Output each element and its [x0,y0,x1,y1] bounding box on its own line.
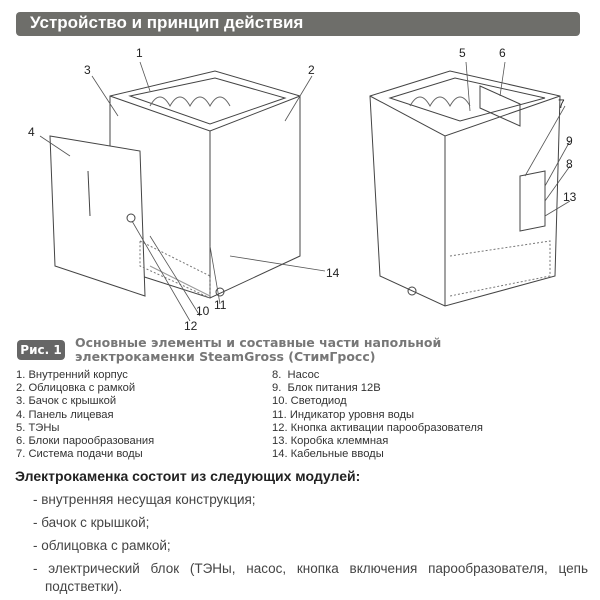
list-item: - внутренняя несущая конструкция; [33,492,256,507]
list-item: 6. Блоки парообразования [16,434,155,447]
list-item: 10. Светодиод [272,395,347,408]
section-title: Устройство и принцип действия [30,13,304,32]
heater-diagram [39,61,571,322]
list-item: - электрический блок (ТЭНы, насос, кнопк… [33,561,588,594]
callout-13: 13 [563,190,577,204]
callout-12: 12 [184,319,198,333]
list-item: 9. Блок питания 12В [272,382,381,395]
list-item: 5. ТЭНы [16,421,60,434]
list-item: 14. Кабельные вводы [272,448,384,461]
list-item: 2. Облицовка с рамкой [16,382,136,395]
figure-caption: Основные элементы и составные части напо… [75,336,441,364]
callout-1: 1 [136,46,143,60]
list-item: 11. Индикатор уровня воды [272,408,415,421]
callout-11: 11 [214,298,227,312]
leader-lines [39,61,571,322]
callout-10: 10 [196,304,210,318]
heater-rear-view [369,70,561,307]
caption-line: Основные элементы и составные части напо… [75,335,442,350]
list-item: 4. Панель лицевая [16,408,114,421]
section-header: Устройство и принцип действия [16,12,580,36]
figure-badge: Рис. 1 [17,340,65,360]
caption-line: электрокаменки SteamGross (СтимГросс) [75,349,376,364]
modules-heading: Электрокаменка состоит из следующих моду… [15,468,361,484]
callout-14: 14 [326,266,340,280]
list-item: 12. Кнопка активации парообразователя [272,421,483,434]
callout-6: 6 [499,46,506,60]
list-item: - бачок с крышкой; [33,515,150,530]
heater-front-view [49,70,301,299]
list-item: - облицовка с рамкой; [33,538,171,553]
callout-9: 9 [566,134,573,148]
callout-8: 8 [566,157,573,171]
callout-5: 5 [459,46,466,60]
list-item: 7. Система подачи воды [16,448,143,461]
modules-list: - внутренняя несущая конструкция; - бачок… [33,488,588,596]
list-item: 1. Внутренний корпус [16,369,128,381]
list-item: 13. Коробка клеммная [272,434,389,447]
callout-2: 2 [308,63,315,77]
callout-7: 7 [558,97,565,111]
callout-4: 4 [28,125,35,139]
list-item: 3. Бачок с крышкой [16,395,117,408]
list-item: 8. Насос [272,369,320,381]
callout-3: 3 [84,63,91,77]
